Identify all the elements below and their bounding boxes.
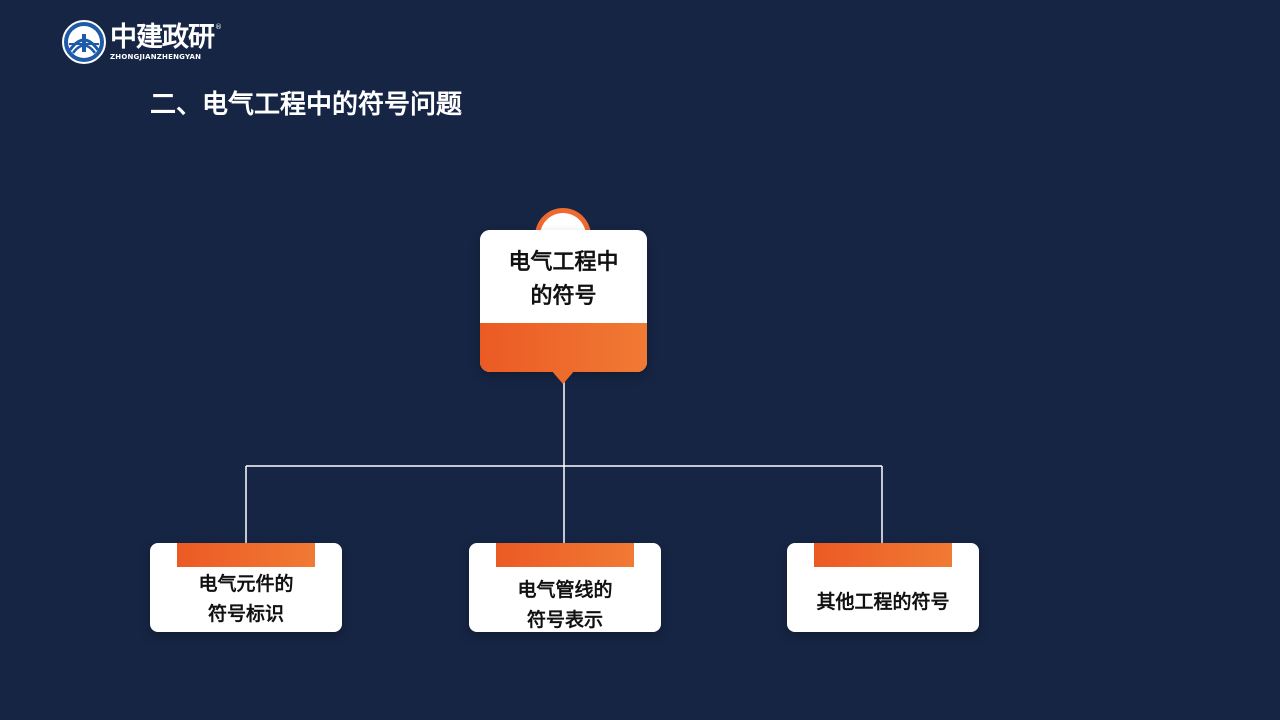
registered-mark: ® bbox=[215, 22, 222, 31]
logo-name-cn: 中建政研 bbox=[110, 21, 215, 53]
child-label-line1: 电气管线的 bbox=[517, 579, 613, 601]
logo-name-en: ZHONGJIANZHENGYAN bbox=[110, 52, 202, 61]
root-node-card: 电气工程中 的符号 bbox=[480, 230, 647, 372]
child-label-line2: 符号表示 bbox=[526, 609, 603, 631]
root-label-line2: 的符号 bbox=[530, 284, 597, 309]
child-node-other: 其他工程的符号 bbox=[787, 543, 979, 632]
child-node-tab bbox=[496, 543, 634, 567]
page-title: 二、电气工程中的符号问题 bbox=[150, 90, 463, 120]
child-node-label: 其他工程的符号 bbox=[787, 587, 979, 617]
child-label-line1: 其他工程的符号 bbox=[816, 591, 950, 613]
logo-text: 中建政研 ZHONGJIANZHENGYAN ® bbox=[110, 21, 222, 62]
child-node-components: 电气元件的 符号标识 bbox=[150, 543, 342, 632]
root-node-label: 电气工程中 的符号 bbox=[480, 246, 647, 314]
child-node-label: 电气管线的 符号表示 bbox=[469, 575, 661, 635]
root-label-line1: 电气工程中 bbox=[508, 250, 619, 275]
brand-logo: 中建政研 ZHONGJIANZHENGYAN ® bbox=[62, 20, 222, 64]
root-pointer-icon bbox=[551, 370, 575, 384]
child-node-label: 电气元件的 符号标识 bbox=[150, 569, 342, 629]
child-node-tab bbox=[177, 543, 315, 567]
child-node-tab bbox=[814, 543, 952, 567]
root-card-accent-band bbox=[480, 323, 647, 372]
child-label-line2: 符号标识 bbox=[207, 603, 284, 625]
root-card-top bbox=[480, 230, 647, 323]
logo-emblem-icon bbox=[62, 20, 106, 64]
child-node-wiring: 电气管线的 符号表示 bbox=[469, 543, 661, 632]
child-label-line1: 电气元件的 bbox=[198, 573, 294, 595]
